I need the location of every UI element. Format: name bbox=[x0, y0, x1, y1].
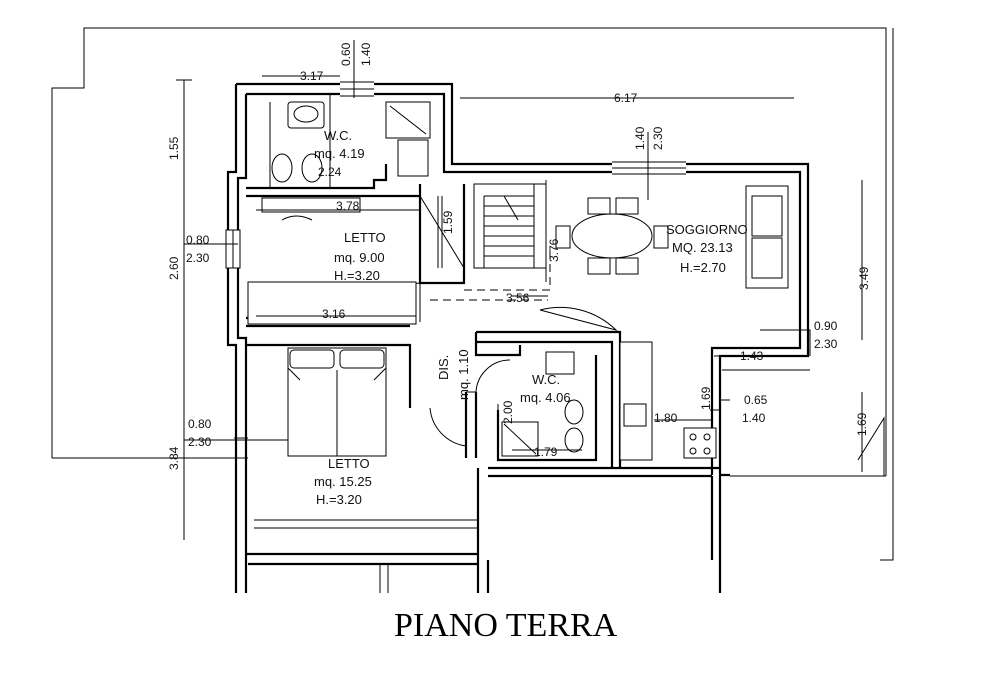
dis-name: DIS. bbox=[436, 355, 451, 380]
wc-top-area: mq. 4.19 bbox=[314, 146, 365, 161]
wc-mid-area: mq. 4.06 bbox=[520, 390, 571, 405]
site-outline bbox=[51, 27, 894, 561]
dim-3-17: 3.17 bbox=[300, 69, 324, 83]
dim-3-56: 3.56 bbox=[506, 291, 530, 305]
dim-3-49: 3.49 bbox=[857, 266, 871, 290]
dim-1-55: 1.55 bbox=[167, 136, 181, 160]
dim-1-43: 1.43 bbox=[740, 349, 764, 363]
dim-1-69-a: 1.69 bbox=[699, 386, 713, 410]
soggiorno-area: MQ. 23.13 bbox=[672, 240, 733, 255]
soggiorno-name: SOGGIORNO bbox=[666, 222, 748, 237]
dim-0-80-b: 0.80 bbox=[188, 417, 212, 431]
plan-title: PIANO TERRA bbox=[394, 607, 618, 644]
dim-1-80: 1.80 bbox=[654, 411, 678, 425]
dim-0-80-a: 0.80 bbox=[186, 233, 210, 247]
dim-3-78: 3.78 bbox=[336, 199, 360, 213]
dim-1-40-b: 1.40 bbox=[742, 411, 766, 425]
dim-3-76: 3.76 bbox=[547, 238, 561, 262]
exterior-walls bbox=[226, 82, 810, 593]
dim-3-84: 3.84 bbox=[167, 446, 181, 470]
letto-small-height: H.=3.20 bbox=[334, 268, 380, 283]
dim-2-30-a: 2.30 bbox=[186, 251, 210, 265]
dim-3-16: 3.16 bbox=[322, 307, 346, 321]
letto-big-height: H.=3.20 bbox=[316, 492, 362, 507]
dim-0-60: 0.60 bbox=[339, 42, 353, 66]
dim-0-65: 0.65 bbox=[744, 393, 768, 407]
soggiorno-height: H.=2.70 bbox=[680, 260, 726, 275]
letto-small-area: mq. 9.00 bbox=[334, 250, 385, 265]
dim-2-60: 2.60 bbox=[167, 256, 181, 280]
dimension-lines bbox=[176, 40, 863, 540]
dimension-texts: 3.17 0.60 1.40 6.17 1.40 2.30 1.55 2.24 … bbox=[167, 42, 871, 470]
dim-2-30-c: 2.30 bbox=[188, 435, 212, 449]
letto-big-name: LETTO bbox=[328, 456, 370, 471]
dim-0-90: 0.90 bbox=[814, 319, 838, 333]
dim-1-40-sog: 1.40 bbox=[633, 126, 647, 150]
dis-area: mq. 1.10 bbox=[456, 349, 471, 400]
dim-2-24: 2.24 bbox=[318, 165, 342, 179]
dim-1-59: 1.59 bbox=[441, 210, 455, 234]
dim-6-17: 6.17 bbox=[614, 91, 638, 105]
dim-1-40-top: 1.40 bbox=[359, 42, 373, 66]
letto-big-area: mq. 15.25 bbox=[314, 474, 372, 489]
wc-mid-name: W.C. bbox=[532, 372, 560, 387]
windows bbox=[225, 81, 811, 529]
dim-2-00: 2.00 bbox=[501, 400, 515, 424]
dim-1-69-b: 1.69 bbox=[855, 412, 869, 436]
letto-small-name: LETTO bbox=[344, 230, 386, 245]
dim-1-79: 1.79 bbox=[534, 445, 558, 459]
wc-top-name: W.C. bbox=[324, 128, 352, 143]
dim-2-30-b: 2.30 bbox=[814, 337, 838, 351]
room-labels: W.C. mq. 4.19 LETTO mq. 9.00 H.=3.20 LET… bbox=[314, 128, 748, 507]
dim-2-30-sog: 2.30 bbox=[651, 126, 665, 150]
staircase bbox=[419, 183, 551, 301]
